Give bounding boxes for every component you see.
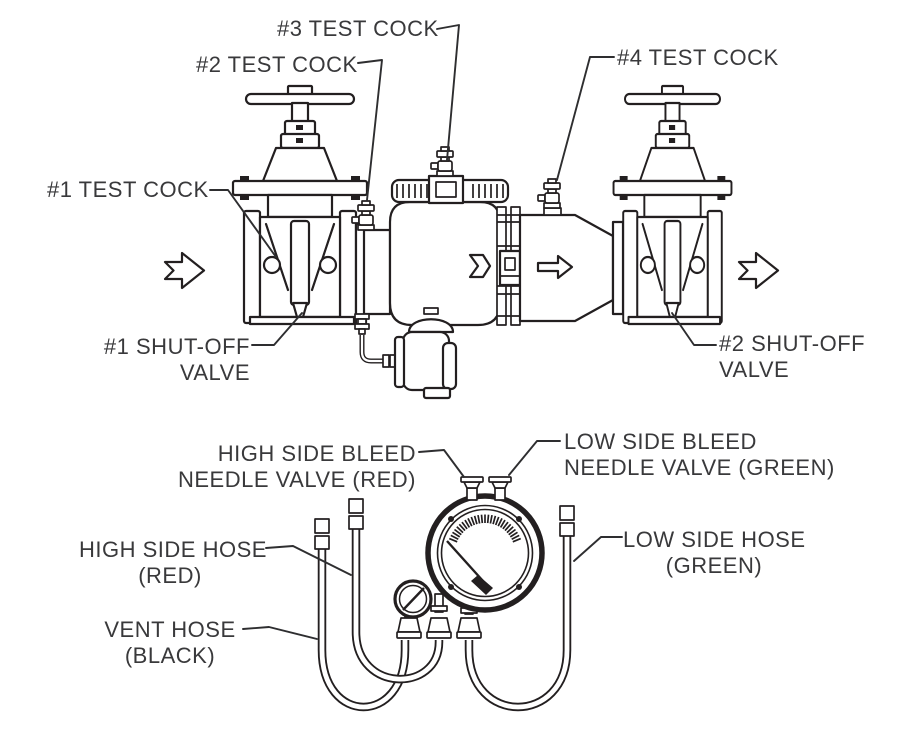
gauge-needle	[446, 540, 484, 582]
leader-test-cock-3	[436, 24, 460, 161]
label-test-cock-3: #3 TEST COCK	[277, 16, 439, 41]
leader-vent-hose	[242, 626, 318, 640]
label-shutoff-valve-1: #1 SHUT-OFF VALVE	[90, 334, 250, 386]
label-line: NEEDLE VALVE (GREEN)	[564, 455, 835, 480]
flow-arrow-outlet	[737, 251, 780, 290]
assembly-leader-lines	[209, 24, 717, 346]
gauge-screw	[448, 584, 454, 590]
label-line: (BLACK)	[124, 643, 216, 668]
label-line: #2 SHUT-OFF	[719, 331, 866, 356]
leader-test-cock-2	[357, 59, 383, 201]
leader-low-bleed	[508, 440, 561, 476]
leader-test-cock-1	[209, 189, 277, 258]
test-cock-4	[537, 178, 561, 209]
cone-connector-low	[456, 617, 482, 639]
label-line: (RED)	[138, 563, 202, 588]
label-line: LOW SIDE HOSE	[623, 527, 806, 552]
leader-shutoff-2	[671, 312, 717, 346]
gauge-screw	[448, 516, 454, 522]
flow-chevron	[468, 253, 492, 279]
label-line: HIGH SIDE BLEED	[217, 441, 416, 466]
pipe-coupling	[496, 206, 522, 326]
gauge-ticks	[448, 514, 522, 543]
label-high-side-bleed: HIGH SIDE BLEED NEEDLE VALVE (RED)	[146, 441, 416, 493]
label-line: HIGH SIDE HOSE	[79, 537, 267, 562]
access-cover	[390, 174, 510, 205]
label-line: LOW SIDE BLEED	[564, 429, 757, 454]
inlet-spool	[354, 222, 392, 326]
cone-connector-high	[426, 617, 452, 639]
test-cock-3	[430, 146, 454, 177]
hose-fitting-high	[348, 498, 364, 530]
shutoff-valve-1	[231, 84, 369, 326]
label-line: (GREEN)	[665, 553, 763, 578]
flow-arrow-internal	[536, 254, 574, 280]
label-test-cock-1: #1 TEST COCK	[47, 177, 209, 202]
vent-hose	[317, 548, 410, 712]
cone-connector-vent	[396, 617, 422, 639]
label-high-side-hose: HIGH SIDE HOSE (RED)	[79, 537, 267, 589]
label-low-side-bleed: LOW SIDE BLEED NEEDLE VALVE (GREEN)	[564, 429, 835, 481]
leader-shutoff-1	[251, 312, 303, 346]
label-shutoff-valve-2: #2 SHUT-OFF VALVE	[719, 331, 865, 383]
leader-low-hose	[573, 536, 623, 562]
leader-high-bleed	[418, 449, 465, 478]
label-line: NEEDLE VALVE (RED)	[177, 467, 416, 492]
label-vent-hose: VENT HOSE (BLACK)	[103, 617, 237, 669]
bypass-gauge-needle	[402, 587, 425, 611]
kit-leader-lines	[242, 440, 623, 640]
backflow-assembly	[163, 24, 780, 400]
relief-valve	[354, 307, 458, 400]
differential-gauge	[425, 493, 545, 613]
label-line: #1 SHUT-OFF	[103, 334, 250, 359]
flow-arrow-inlet	[163, 251, 206, 290]
label-test-cock-4: #4 TEST COCK	[617, 45, 779, 70]
label-line: VALVE	[179, 360, 250, 385]
leader-test-cock-4	[556, 56, 615, 181]
label-test-cock-2: #2 TEST COCK	[196, 52, 358, 77]
gauge-screw	[516, 584, 522, 590]
gauge-needle-foot	[471, 575, 493, 595]
test-kit	[242, 440, 623, 712]
shutoff-valve-2	[612, 84, 733, 326]
gauge-screw	[516, 516, 522, 522]
label-low-side-hose: LOW SIDE HOSE (GREEN)	[623, 527, 805, 579]
hose-fitting-low	[559, 505, 575, 537]
check-valve-body-2	[518, 207, 625, 323]
label-line: VALVE	[719, 357, 790, 382]
gauge-stem-nut-center	[430, 605, 448, 612]
gauge-stem-center	[434, 593, 444, 613]
bypass-gauge	[393, 579, 433, 619]
leader-high-hose	[265, 545, 352, 576]
hose-fitting-vent	[314, 518, 330, 550]
label-line: VENT HOSE	[104, 617, 236, 642]
